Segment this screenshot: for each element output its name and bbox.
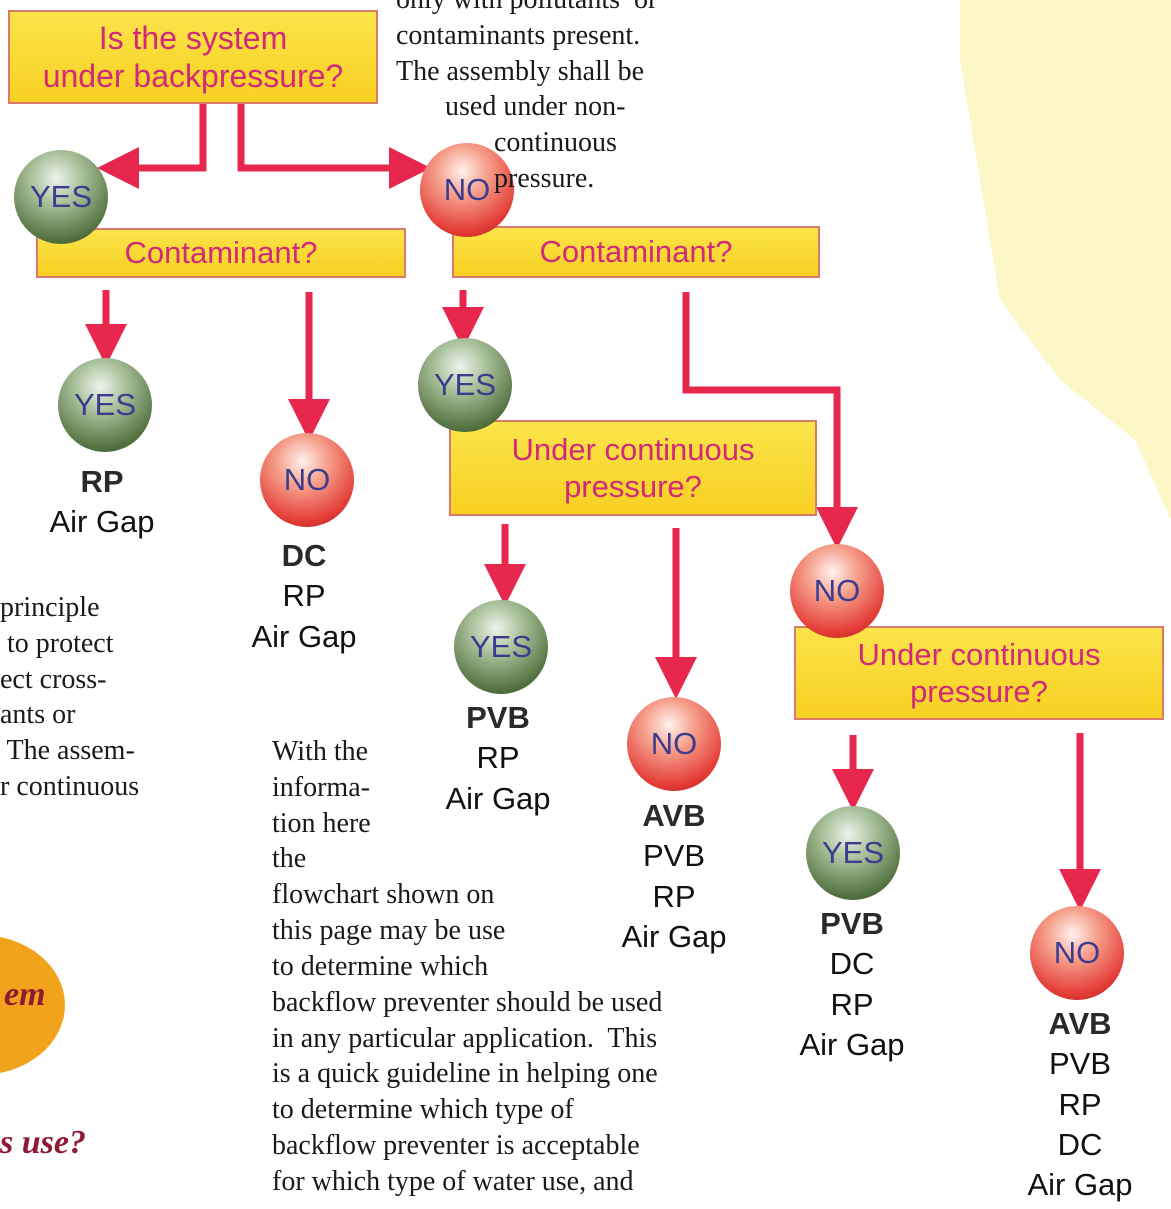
answer-3-alt: Air Gap	[445, 780, 551, 816]
no-label: NO	[1053, 935, 1101, 970]
answer-2-alt: Air Gap	[251, 618, 357, 654]
answer-2-main: DC	[281, 538, 327, 573]
center-paragraph: With the informa- tion here the flowchar…	[272, 736, 663, 1197]
question-continuous-pressure-right-text: Under continuous pressure?	[857, 636, 1101, 709]
answer-2: DC RP Air Gap	[222, 536, 386, 657]
no-label: NO	[443, 172, 491, 207]
answer-5: PVB DC RP Air Gap	[770, 904, 934, 1065]
answer-1-main: RP	[80, 464, 124, 499]
answer-4-alt: PVB	[642, 838, 706, 874]
answer-4: AVB PVB RP Air Gap	[592, 796, 756, 957]
answer-5-alt: Air Gap	[799, 1026, 905, 1062]
answer-6-main: AVB	[1048, 1006, 1112, 1041]
answer-6: AVB PVB RP DC Air Gap	[998, 1004, 1162, 1205]
no-circle-contaminant-right: NO	[790, 544, 884, 638]
no-label: NO	[283, 462, 331, 497]
question-contaminant-right: Contaminant?	[452, 226, 820, 278]
yes-circle-contaminant-left: YES	[58, 358, 152, 452]
question-continuous-pressure-right: Under continuous pressure?	[794, 626, 1164, 720]
yes-label: YES	[469, 629, 533, 664]
left-paragraph: principle to protect ect cross- ants or …	[0, 592, 140, 803]
no-circle-continuous-right: NO	[1030, 906, 1124, 1000]
no-circle-contaminant-left: NO	[260, 433, 354, 527]
answer-6-alt: Air Gap	[1027, 1167, 1133, 1203]
no-circle-continuous-mid: NO	[627, 697, 721, 791]
no-label: NO	[813, 573, 861, 608]
no-circle-backpressure: NO	[420, 143, 514, 237]
question-contaminant-right-text: Contaminant?	[539, 234, 733, 270]
cut-headline-2: s use?	[0, 1124, 86, 1161]
answer-6-alt: RP	[1058, 1086, 1102, 1122]
question-backpressure: Is the system under backpressure?	[8, 10, 378, 104]
answer-1: RP Air Gap	[20, 462, 184, 543]
yes-circle-contaminant-right: YES	[418, 338, 512, 432]
answer-4-alt: RP	[652, 878, 696, 914]
no-label: NO	[650, 726, 698, 761]
question-backpressure-text: Is the system under backpressure?	[42, 19, 344, 94]
answer-4-alt: Air Gap	[621, 918, 727, 954]
answer-3: PVB RP Air Gap	[416, 698, 580, 819]
answer-1-alt: Air Gap	[49, 504, 155, 540]
answer-6-alt: PVB	[1048, 1046, 1112, 1082]
yes-label: YES	[29, 179, 93, 214]
question-contaminant-left-text: Contaminant?	[124, 235, 318, 271]
answer-3-main: PVB	[466, 700, 530, 735]
answer-3-alt: RP	[476, 740, 520, 776]
yes-circle-backpressure: YES	[14, 150, 108, 244]
top-paragraph: only with pollutants or contaminants pre…	[396, 0, 657, 195]
answer-6-alt: DC	[1057, 1126, 1103, 1162]
answer-4-main: AVB	[642, 798, 706, 833]
question-contaminant-left: Contaminant?	[36, 228, 406, 278]
question-continuous-pressure-mid: Under continuous pressure?	[449, 420, 817, 516]
yes-label: YES	[821, 835, 885, 870]
answer-2-alt: RP	[282, 578, 326, 614]
yes-circle-continuous-mid: YES	[454, 600, 548, 694]
yes-label: YES	[73, 387, 137, 422]
yes-circle-continuous-right: YES	[806, 806, 900, 900]
question-continuous-pressure-mid-text: Under continuous pressure?	[511, 431, 755, 504]
answer-5-alt: DC	[829, 946, 875, 982]
answer-5-main: PVB	[820, 906, 884, 941]
answer-5-alt: RP	[830, 986, 874, 1022]
yes-label: YES	[433, 367, 497, 402]
cut-headline-1: em	[4, 976, 46, 1013]
